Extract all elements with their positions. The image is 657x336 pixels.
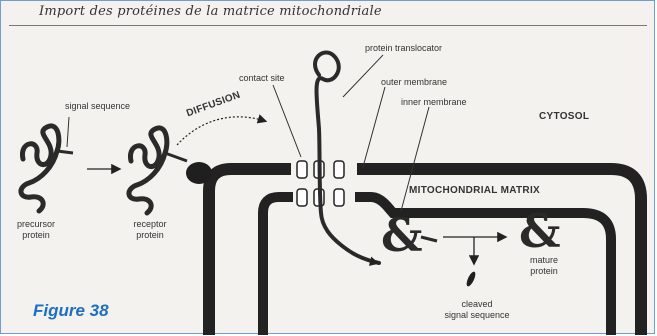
precursor-label-line2: protein [11, 230, 61, 241]
mature-protein-label: mature protein [519, 255, 569, 277]
receptor-protein-shape [186, 162, 212, 184]
contact-site-label: contact site [239, 73, 285, 84]
receptor-protein-label: receptor protein [125, 219, 175, 241]
outer-membrane-label: outer membrane [381, 77, 447, 88]
signal-sequence-label: signal sequence [65, 101, 130, 112]
precursor-protein-label: precursor protein [11, 219, 61, 241]
bound-protein-shape [129, 128, 167, 213]
mature-label-line2: protein [519, 266, 569, 277]
figure-number-label: Figure 38 [33, 301, 109, 321]
protein-translocator-label: protein translocator [365, 43, 442, 54]
cleaved-signal-label: cleaved signal sequence [437, 299, 517, 321]
precursor-label-line1: precursor [11, 219, 61, 230]
cleaved-label-line1: cleaved [437, 299, 517, 310]
cleaved-label-line2: signal sequence [437, 310, 517, 321]
receptor-label-line1: receptor [125, 219, 175, 230]
mature-protein-shape: & [519, 204, 561, 258]
inner-membrane-label: inner membrane [401, 97, 467, 108]
cleaved-signal-shape [465, 270, 477, 287]
mature-label-line1: mature [519, 255, 569, 266]
outer-membrane-pointer [363, 87, 385, 167]
diffusion-arrow [177, 117, 265, 145]
translocating-protein-shape [315, 52, 379, 263]
imported-protein-shape: & [381, 208, 423, 262]
cytosol-label: CYTOSOL [539, 111, 589, 122]
mitochondrial-matrix-label: MITOCHONDRIAL MATRIX [409, 185, 540, 196]
receptor-label-line2: protein [125, 230, 175, 241]
translocator-pointer [343, 55, 383, 97]
contact-site-pointer [273, 85, 301, 157]
precursor-protein-shape [21, 126, 59, 211]
signal-pointer [67, 117, 69, 147]
